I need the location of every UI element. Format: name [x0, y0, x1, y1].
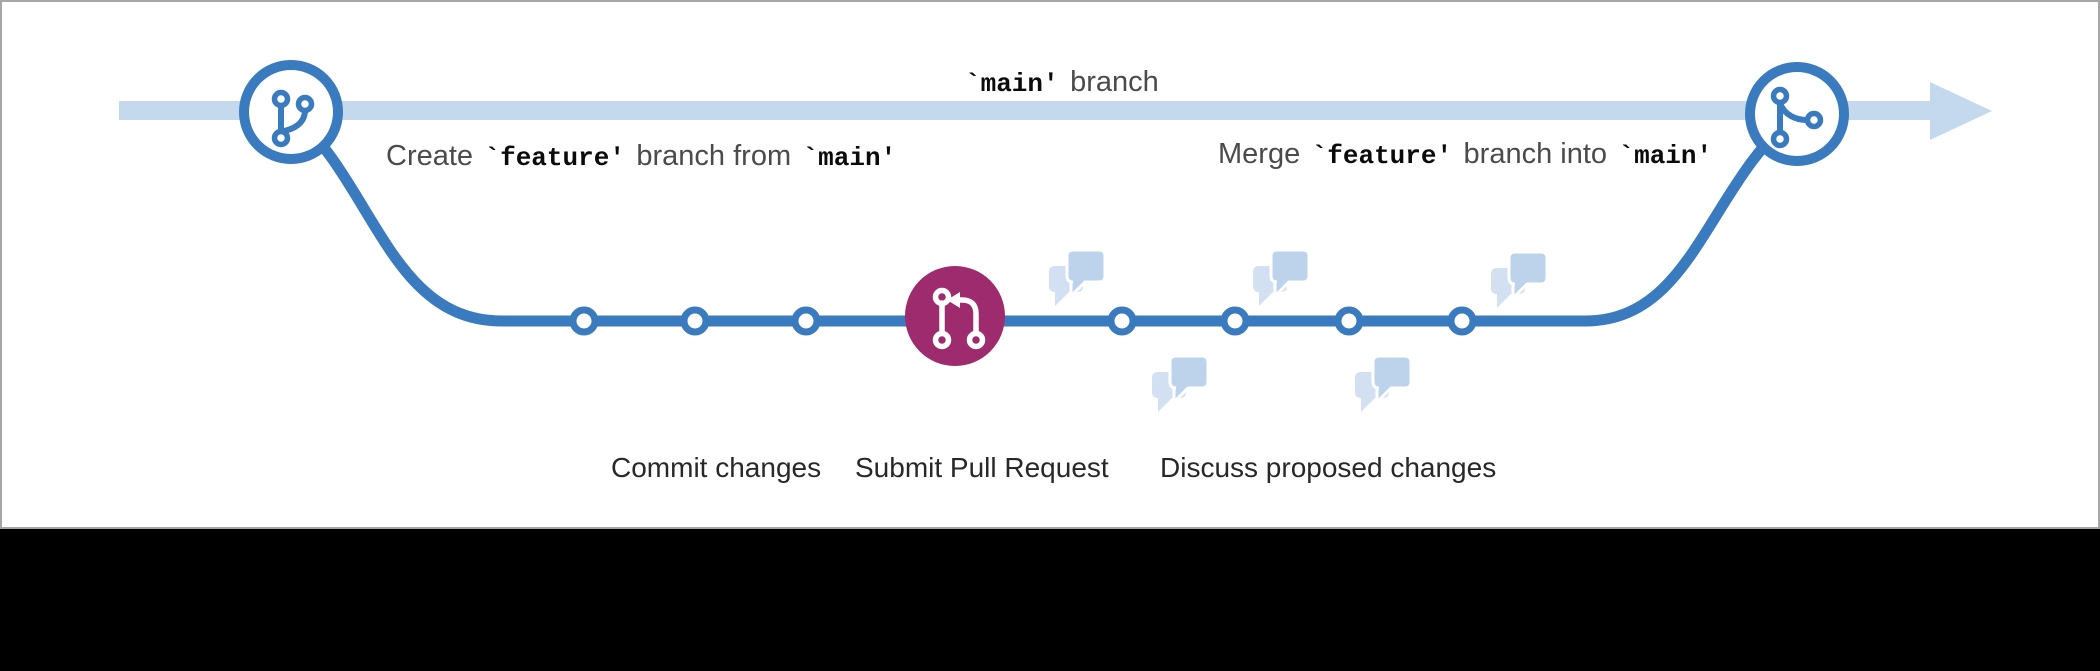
create-code-main: `main' — [802, 143, 897, 173]
git-flow-svg — [119, 60, 1992, 414]
git-branch-icon — [271, 89, 315, 148]
commit-node — [1107, 306, 1137, 336]
commit-changes-label: Commit changes — [611, 452, 822, 483]
speech-bubbles-icon — [1047, 248, 1107, 308]
feature-branch-line — [285, 106, 1803, 327]
merge-branch-label: Merge `feature' branch into `main' — [1218, 138, 1719, 171]
create-branch-label: Create `feature' branch from `main' — [386, 140, 903, 173]
arrow-right-icon — [1930, 82, 1992, 140]
merge-prefix: Merge — [1218, 138, 1301, 170]
merge-end-node — [1745, 62, 1849, 166]
commit-node — [680, 306, 710, 336]
letterbox-bar — [0, 529, 2100, 671]
git-flow-diagram: `main' branch Create `feature' branch fr… — [0, 0, 2100, 529]
speech-bubbles-icon — [1353, 354, 1413, 414]
speech-bubbles-icon — [1251, 248, 1311, 308]
commit-node — [569, 306, 599, 336]
merge-code-feature: `feature' — [1311, 141, 1453, 171]
merge-middle: branch into — [1463, 138, 1608, 170]
submit-pull-request-label: Submit Pull Request — [855, 452, 1109, 483]
merge-code-main: `main' — [1618, 141, 1713, 171]
commit-node — [1220, 306, 1250, 336]
pull-request-node — [905, 266, 1005, 366]
main-code: `main' — [965, 69, 1059, 99]
create-prefix: Create — [386, 140, 474, 172]
discuss-changes-label: Discuss proposed changes — [1160, 452, 1497, 483]
branch-start-node — [239, 60, 343, 164]
commit-node — [1334, 306, 1364, 336]
main-branch-label: `main' branch — [958, 66, 1159, 99]
speech-bubbles-icon — [1489, 250, 1549, 310]
create-middle: branch from — [636, 140, 792, 172]
commit-node — [791, 306, 821, 336]
git-merge-icon — [1770, 86, 1824, 149]
speech-bubbles-icon — [1150, 354, 1210, 414]
main-word: branch — [1070, 66, 1159, 98]
git-pull-request-icon — [932, 287, 986, 350]
commit-node — [1447, 306, 1477, 336]
create-code-feature: `feature' — [484, 143, 625, 173]
main-branch-line — [119, 101, 1932, 120]
